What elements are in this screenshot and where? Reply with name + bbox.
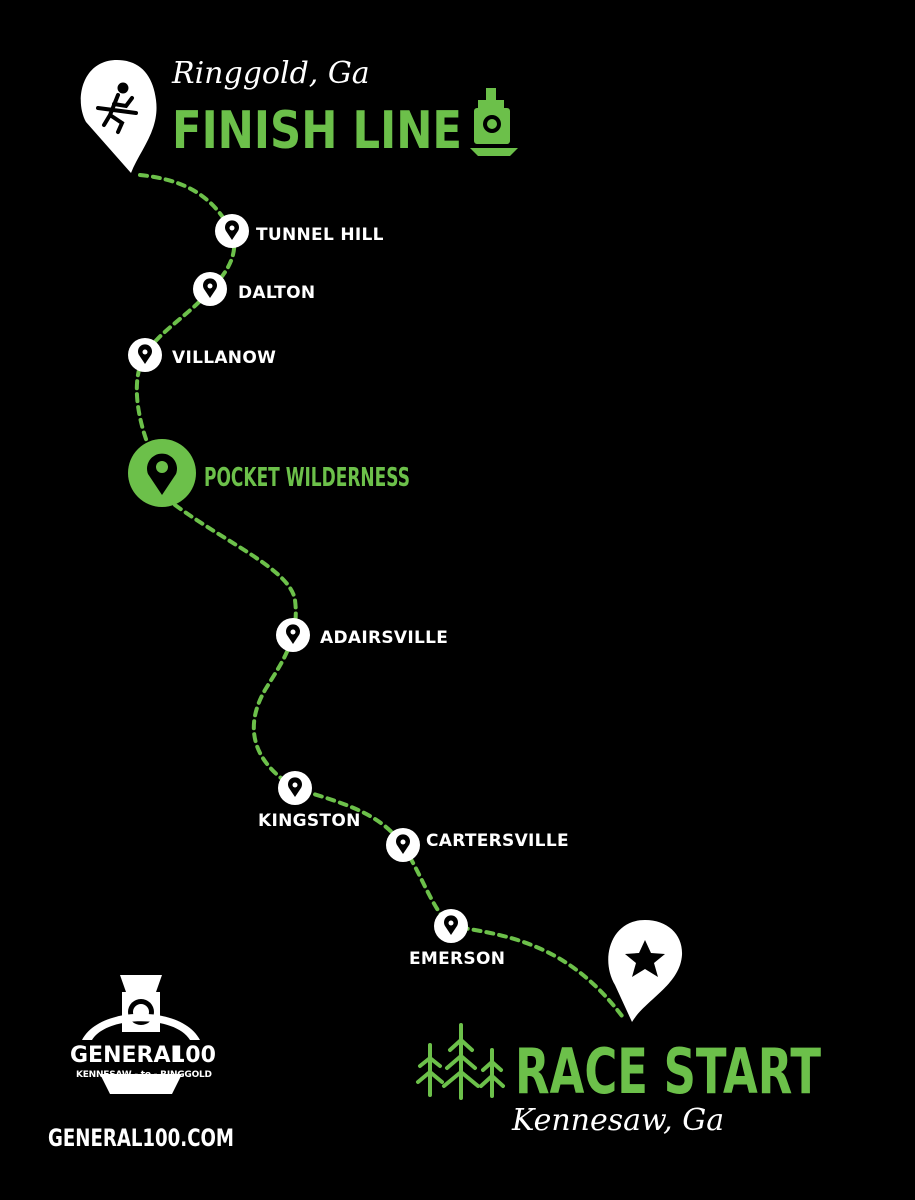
start-title: RACE START (515, 1035, 821, 1108)
stop-label-dalton: DALTON (238, 283, 315, 303)
logo-tagline: KENNESAW - to - RINGGOLD (76, 1070, 212, 1080)
stop-label-adairsville: ADAIRSVILLE (320, 628, 448, 648)
stop-label-cartersville: CARTERSVILLE (426, 831, 569, 851)
logo-name: GENERAL (70, 1043, 185, 1068)
stop-cartersville[interactable]: CARTERSVILLE (386, 828, 569, 862)
stop-adairsville[interactable]: ADAIRSVILLE (276, 618, 448, 652)
stop-emerson[interactable]: EMERSON (409, 909, 505, 969)
train-icon (470, 88, 518, 156)
locomotive-icon (82, 975, 200, 1094)
stop-label-villanow: VILLANOW (172, 348, 276, 368)
finish-title: FINISH LINE (172, 101, 462, 161)
website-link[interactable]: GENERAL100.COM (48, 1124, 234, 1152)
runner-finish-icon (96, 82, 138, 134)
stop-villanow[interactable]: VILLANOW (128, 338, 276, 372)
finish-city: Ringgold, Ga (171, 56, 370, 91)
stop-kingston[interactable]: KINGSTON (258, 771, 361, 831)
start-marker (608, 920, 683, 1022)
stop-label-tunnel-hill: TUNNEL HILL (256, 225, 384, 245)
star-icon (625, 940, 665, 977)
general100-logo: GENERAL 100 KENNESAW - to - RINGGOLD (70, 975, 216, 1094)
stop-pocket-wilderness[interactable]: POCKET WILDERNESS (128, 439, 410, 507)
start-city: Kennesaw, Ga (511, 1103, 724, 1138)
pine-trees-icon (416, 1023, 505, 1100)
stop-label-kingston: KINGSTON (258, 811, 361, 831)
stop-tunnel-hill[interactable]: TUNNEL HILL (215, 214, 384, 248)
stop-dalton[interactable]: DALTON (193, 272, 315, 306)
finish-marker (80, 60, 157, 173)
stop-label-emerson: EMERSON (409, 949, 505, 969)
stop-label-pocket-wilderness: POCKET WILDERNESS (204, 463, 410, 493)
logo-number: 100 (170, 1043, 216, 1068)
